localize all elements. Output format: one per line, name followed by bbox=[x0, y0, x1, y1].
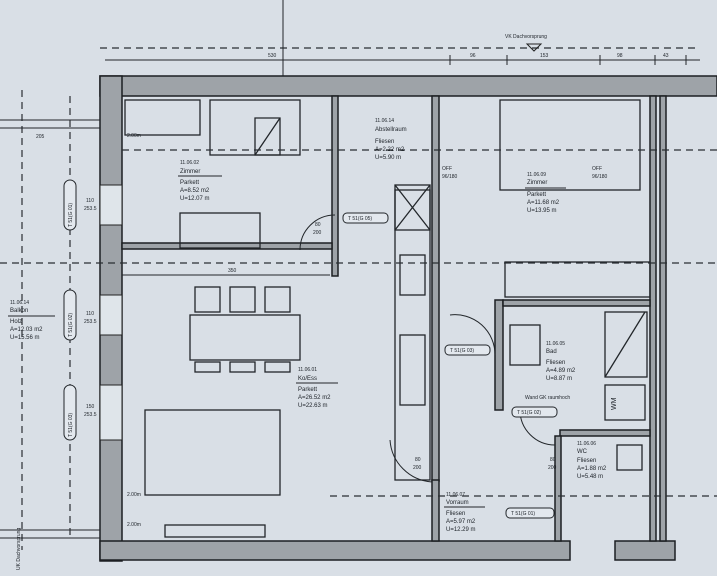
window-tag: T 51(G 03) bbox=[68, 413, 74, 437]
window-height: 253.5 bbox=[84, 319, 97, 325]
furniture bbox=[124, 99, 651, 538]
dim-350: 350 bbox=[228, 268, 237, 274]
dim-43: 43 bbox=[663, 53, 669, 59]
room-id: 11.06.02 bbox=[180, 160, 199, 166]
misc-dimensions: 2.00m 2.00m 2.00m 350 bbox=[122, 133, 330, 528]
dim-153: 153 bbox=[540, 53, 549, 59]
balcony: 205 bbox=[0, 96, 100, 540]
off-label: OFF bbox=[592, 166, 602, 172]
room-id: 11.06.09 bbox=[527, 172, 546, 178]
roof-overhang-label: VK Dachvorsprung bbox=[505, 34, 547, 40]
room-area: A=5.97 m2 bbox=[446, 519, 476, 525]
door-tag: T 51(G 05) bbox=[348, 216, 372, 222]
window-tags: T 51(G 01) 110 253.5 T 51(G 02) 110 253.… bbox=[63, 179, 123, 441]
window-tag: T 51(G 02) bbox=[68, 313, 74, 337]
room-name: Abstellraum bbox=[375, 127, 407, 133]
room-floor: Fliesen bbox=[546, 360, 565, 366]
room-floor: Holz bbox=[10, 319, 22, 325]
door-height: 200 bbox=[548, 465, 557, 471]
room-perimeter: U=13.95 m bbox=[527, 208, 557, 214]
door-width: 80 bbox=[315, 222, 321, 228]
room-name: Zimmer bbox=[527, 180, 547, 186]
room-name: Balkon bbox=[10, 308, 28, 314]
window-width: 110 bbox=[86, 311, 94, 317]
dim-96: 96 bbox=[470, 53, 476, 59]
room-floor: Parkett bbox=[298, 387, 317, 393]
room-floor: Parkett bbox=[527, 192, 546, 198]
room-area: A=4.89 m2 bbox=[546, 368, 576, 374]
height-label: 2.00m bbox=[127, 522, 141, 528]
room-area: A=26.52 m2 bbox=[298, 395, 331, 401]
wall-note: Wand GK raumhoch bbox=[525, 395, 570, 401]
height-label: 2.00m bbox=[127, 492, 141, 498]
room-perimeter: U=15.56 m bbox=[10, 335, 40, 341]
washing-machine-label: WM bbox=[611, 397, 618, 410]
off-size: 96/180 bbox=[592, 174, 608, 180]
door-tag: T 51(G 02) bbox=[517, 410, 541, 416]
room-area: A=11.68 m2 bbox=[527, 200, 560, 206]
walls bbox=[99, 75, 717, 562]
dim-205: 205 bbox=[36, 134, 45, 140]
room-label-zimmer-2: 11.06.09 Zimmer Parkett A=11.68 m2 U=13.… bbox=[525, 172, 566, 214]
dimension-line-top: 530 96 153 98 43 bbox=[105, 0, 700, 90]
room-label-bad: 11.06.05 Bad Fliesen A=4.89 m2 U=8.87 m … bbox=[525, 341, 618, 410]
door-width: 80 bbox=[415, 457, 421, 463]
room-floor: Fliesen bbox=[577, 458, 596, 464]
room-perimeter: U=5.90 m bbox=[375, 155, 401, 161]
dim-98: 98 bbox=[617, 53, 623, 59]
off-label: OFF bbox=[442, 166, 452, 172]
window-tag: T 51(G 01) bbox=[68, 203, 74, 227]
room-name: Zimmer bbox=[180, 169, 200, 175]
room-perimeter: U=8.87 m bbox=[546, 376, 572, 382]
roof-overhang-left-label: UK Dachvorsprung bbox=[16, 528, 22, 570]
window-height: 253.5 bbox=[84, 206, 97, 212]
room-label-wc: 11.06.06 WC Fliesen A=1.88 m2 U=5.48 m bbox=[577, 441, 607, 480]
room-floor: Fliesen bbox=[446, 511, 465, 517]
room-label-zimmer-1: 11.06.02 Zimmer Parkett A=8.52 m2 U=12.0… bbox=[178, 160, 222, 202]
room-label-kochen: 11.06.01 Ko/Ess Parkett A=26.52 m2 U=22.… bbox=[296, 367, 338, 409]
room-name: Ko/Ess bbox=[298, 376, 317, 382]
door-tag: T 51(G 03) bbox=[450, 348, 474, 354]
door-tags: T 51(G 05) T 51(G 03) T 51(G 02) T 51(G … bbox=[313, 166, 608, 519]
room-id: 11.06.06 bbox=[577, 441, 596, 447]
room-name: Bad bbox=[546, 349, 557, 355]
room-label-balkon: 11.06.14 Balkon Holz A=12.03 m2 U=15.56 … bbox=[8, 300, 55, 341]
door-tag: T 51(G 01) bbox=[511, 511, 535, 517]
door-width: 80 bbox=[550, 457, 556, 463]
room-label-abstellraum: 11.06.14 Abstellraum Fliesen A=2.22 m2 U… bbox=[375, 118, 407, 161]
room-id: 11.06.14 bbox=[375, 118, 394, 124]
room-id: 11.06.05 bbox=[546, 341, 565, 347]
door-height: 200 bbox=[313, 230, 322, 236]
room-name: WC bbox=[577, 449, 588, 455]
window-width: 150 bbox=[86, 404, 95, 410]
room-area: A=8.52 m2 bbox=[180, 188, 210, 194]
dim-530: 530 bbox=[268, 53, 277, 59]
room-area: A=1.88 m2 bbox=[577, 466, 607, 472]
room-label-vorraum: 11.06.07 Vorraum Fliesen A=5.97 m2 U=12.… bbox=[444, 492, 485, 533]
room-area: A=12.03 m2 bbox=[10, 327, 43, 333]
room-floor: Fliesen bbox=[375, 139, 394, 145]
room-perimeter: U=22.63 m bbox=[298, 403, 328, 409]
room-id: 11.06.01 bbox=[298, 367, 317, 373]
room-id: 11.06.07 bbox=[446, 492, 465, 498]
window-height: 253.5 bbox=[84, 412, 97, 418]
room-perimeter: U=5.48 m bbox=[577, 474, 603, 480]
room-perimeter: U=12.29 m bbox=[446, 527, 476, 533]
window-width: 110 bbox=[86, 198, 94, 204]
room-perimeter: U=12.07 m bbox=[180, 196, 210, 202]
roof-overhang: VK Dachvorsprung UK Dachvorsprung bbox=[16, 34, 700, 570]
door-height: 200 bbox=[413, 465, 422, 471]
room-floor: Parkett bbox=[180, 180, 199, 186]
room-name: Vorraum bbox=[446, 500, 469, 506]
room-id: 11.06.14 bbox=[10, 300, 29, 306]
height-label: 2.00m bbox=[127, 133, 141, 139]
door-swings bbox=[299, 214, 556, 483]
off-size: 96/180 bbox=[442, 174, 458, 180]
